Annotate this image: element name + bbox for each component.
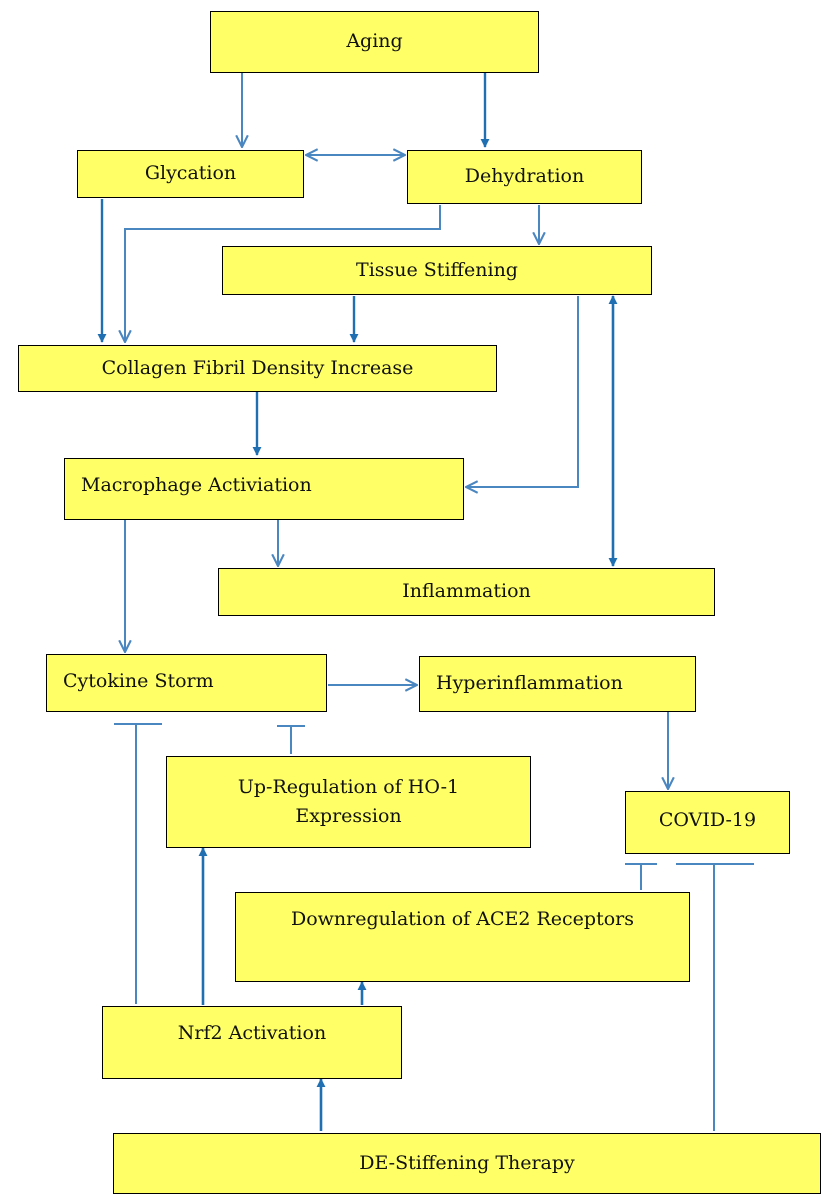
node-collagen-density: Collagen Fibril Density Increase	[18, 345, 497, 392]
node-macrophage-activation-label: Macrophage Activiation	[81, 474, 312, 496]
node-nrf2-activation: Nrf2 Activation	[102, 1006, 402, 1079]
node-dehydration: Dehydration	[407, 150, 642, 204]
node-collagen-density-label: Collagen Fibril Density Increase	[101, 356, 414, 379]
node-covid19: COVID-19	[625, 791, 790, 854]
edge-therapy-inhibits-covid	[676, 863, 754, 1131]
node-inflammation-label: Inflammation	[402, 580, 531, 603]
node-hyperinflammation: Hyperinflammation	[419, 656, 696, 712]
edge-nrf2-inhibits-cytokine	[114, 723, 162, 1004]
node-tissue-stiffening: Tissue Stiffening	[222, 246, 652, 295]
node-inflammation: Inflammation	[218, 568, 715, 616]
edge-ace2-inhibits-covid	[625, 863, 657, 890]
node-macrophage-activation: Macrophage Activiation	[64, 458, 464, 520]
node-ace2-downregulation-label: Downregulation of ACE2 Receptors	[290, 908, 634, 930]
node-cytokine-storm: Cytokine Storm	[46, 654, 327, 712]
node-covid19-label: COVID-19	[658, 809, 757, 831]
node-cytokine-storm-label: Cytokine Storm	[63, 670, 214, 692]
edge-ho1-inhibits-cytokine	[277, 725, 305, 754]
edge-tissue-to-macrophage	[466, 296, 579, 487]
node-aging: Aging	[210, 11, 539, 73]
node-dehydration-label: Dehydration	[464, 165, 585, 188]
node-nrf2-activation-label: Nrf2 Activation	[177, 1022, 327, 1044]
node-glycation: Glycation	[77, 150, 304, 198]
node-de-stiffening-therapy: DE-Stiffening Therapy	[113, 1133, 821, 1194]
node-hyperinflammation-label: Hyperinflammation	[436, 672, 623, 695]
edge-dehydration-to-collagen	[125, 205, 441, 342]
node-ho1-upregulation: Up-Regulation of HO-1 Expression	[166, 756, 531, 848]
node-aging-label: Aging	[346, 30, 403, 53]
node-tissue-stiffening-label: Tissue Stiffening	[356, 258, 518, 281]
node-ho1-upregulation-label: Up-Regulation of HO-1 Expression	[237, 775, 460, 827]
node-ace2-downregulation: Downregulation of ACE2 Receptors	[235, 892, 690, 982]
node-glycation-label: Glycation	[144, 162, 237, 185]
node-de-stiffening-therapy-label: DE-Stiffening Therapy	[359, 1151, 575, 1174]
